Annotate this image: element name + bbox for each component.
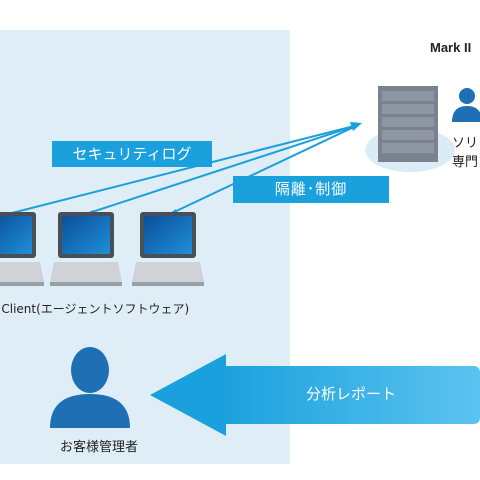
arrowhead-server xyxy=(350,122,362,131)
expert-label-line1: ソリ xyxy=(452,136,479,151)
laptop-icon xyxy=(0,212,44,286)
laptop-icon xyxy=(50,212,122,286)
link-laptop-1 xyxy=(7,124,359,215)
link-laptop-3 xyxy=(169,124,359,215)
link-laptop-2 xyxy=(85,124,359,215)
client-agent-caption: I Client(エージェントソフトウェア) xyxy=(0,302,190,316)
expert-person-icon xyxy=(452,88,480,122)
security-log-label: セキュリティログ xyxy=(52,141,212,167)
isolation-control-label: 隔離･制御 xyxy=(233,176,389,203)
laptop-icon xyxy=(132,212,204,286)
expert-label-line2: 専門 xyxy=(452,155,479,170)
analysis-report-label: 分析レポート xyxy=(306,385,397,403)
server-icon xyxy=(378,86,438,162)
customer-admin-caption: お客様管理者 xyxy=(60,440,139,455)
service-title: Mark II xyxy=(430,40,472,55)
connection-lines xyxy=(4,122,362,219)
report-arrow xyxy=(150,354,480,436)
admin-person-icon xyxy=(50,347,130,428)
